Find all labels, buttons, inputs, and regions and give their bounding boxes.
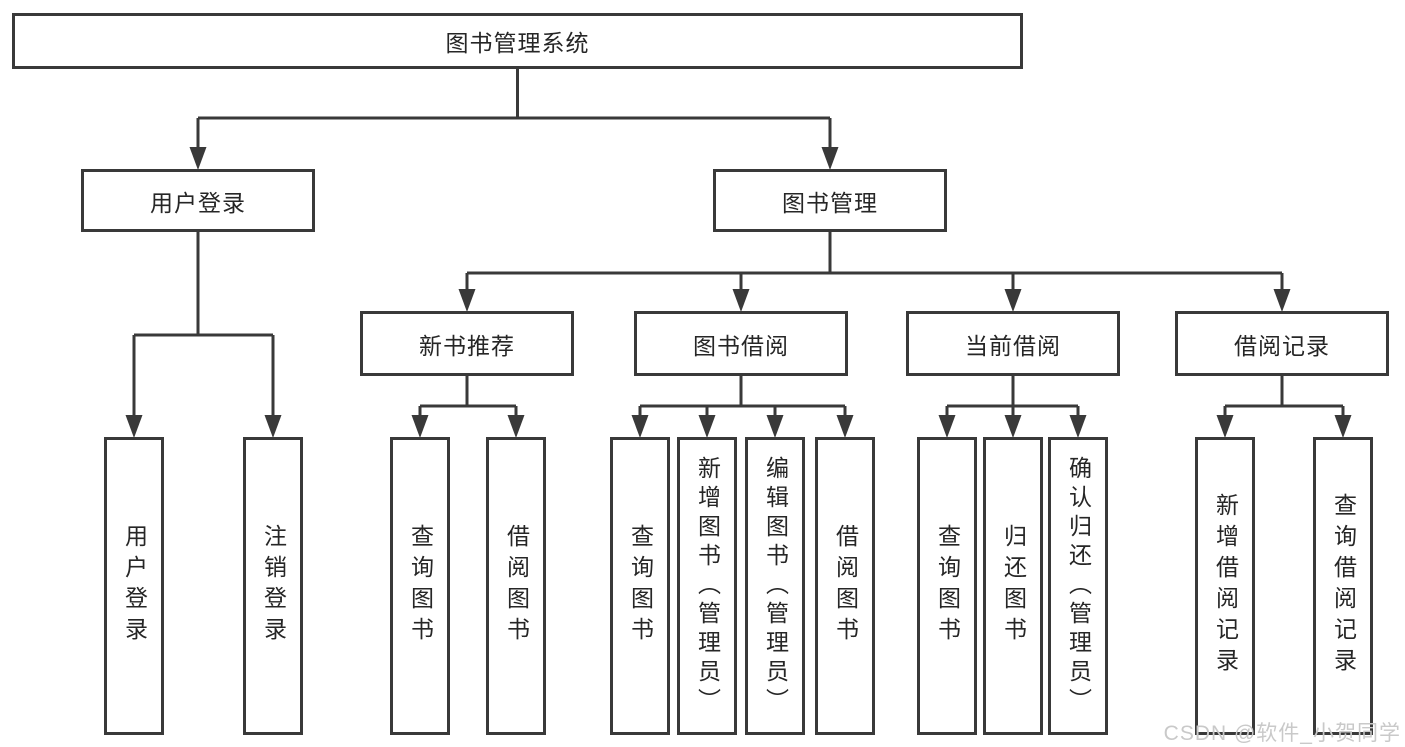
node-label: 借阅记录 xyxy=(1234,332,1330,359)
leaf-current-confirm-return-admin: 确认归还（管理员） xyxy=(1048,437,1108,735)
leaf-label: 新增图书（管理员） xyxy=(694,455,721,717)
leaf-records-query-record: 查询借阅记录 xyxy=(1313,437,1373,735)
leaf-label: 借阅图书 xyxy=(503,524,530,648)
leaf-logout: 注销登录 xyxy=(243,437,303,735)
leaf-label: 查询图书 xyxy=(407,524,434,648)
leaf-label: 借阅图书 xyxy=(832,524,859,648)
node-root-system: 图书管理系统 xyxy=(12,13,1023,69)
leaf-label: 确认归还（管理员） xyxy=(1065,455,1092,717)
leaf-current-return-book: 归还图书 xyxy=(983,437,1043,735)
csdn-watermark: CSDN @软件_小贺同学 xyxy=(1163,722,1401,745)
node-user-login: 用户登录 xyxy=(81,169,315,232)
leaf-recommend-borrow-books: 借阅图书 xyxy=(486,437,546,735)
leaf-label: 归还图书 xyxy=(1000,524,1027,648)
leaf-borrowing-edit-book-admin: 编辑图书（管理员） xyxy=(745,437,805,735)
node-label: 图书借阅 xyxy=(693,332,789,359)
node-book-borrowing: 图书借阅 xyxy=(634,311,848,376)
node-label: 用户登录 xyxy=(150,189,246,216)
leaf-recommend-query-books: 查询图书 xyxy=(390,437,450,735)
leaf-label: 查询图书 xyxy=(627,524,654,648)
leaf-label: 注销登录 xyxy=(260,524,287,648)
node-label: 新书推荐 xyxy=(419,332,515,359)
node-label: 当前借阅 xyxy=(965,332,1061,359)
node-book-management: 图书管理 xyxy=(713,169,947,232)
leaf-current-query-books: 查询图书 xyxy=(917,437,977,735)
leaf-label: 查询借阅记录 xyxy=(1330,493,1357,679)
leaf-label: 编辑图书（管理员） xyxy=(762,455,789,717)
leaf-label: 用户登录 xyxy=(121,524,148,648)
leaf-borrowing-query-books: 查询图书 xyxy=(610,437,670,735)
node-current-borrowing: 当前借阅 xyxy=(906,311,1120,376)
leaf-label: 新增借阅记录 xyxy=(1212,493,1239,679)
leaf-records-add-record: 新增借阅记录 xyxy=(1195,437,1255,735)
leaf-label: 查询图书 xyxy=(934,524,961,648)
node-new-book-recommend: 新书推荐 xyxy=(360,311,574,376)
node-label: 图书管理 xyxy=(782,189,878,216)
leaf-borrowing-borrow-books: 借阅图书 xyxy=(815,437,875,735)
leaf-borrowing-add-book-admin: 新增图书（管理员） xyxy=(677,437,737,735)
node-label: 图书管理系统 xyxy=(445,30,590,56)
leaf-user-login: 用户登录 xyxy=(104,437,164,735)
node-borrowing-records: 借阅记录 xyxy=(1175,311,1389,376)
